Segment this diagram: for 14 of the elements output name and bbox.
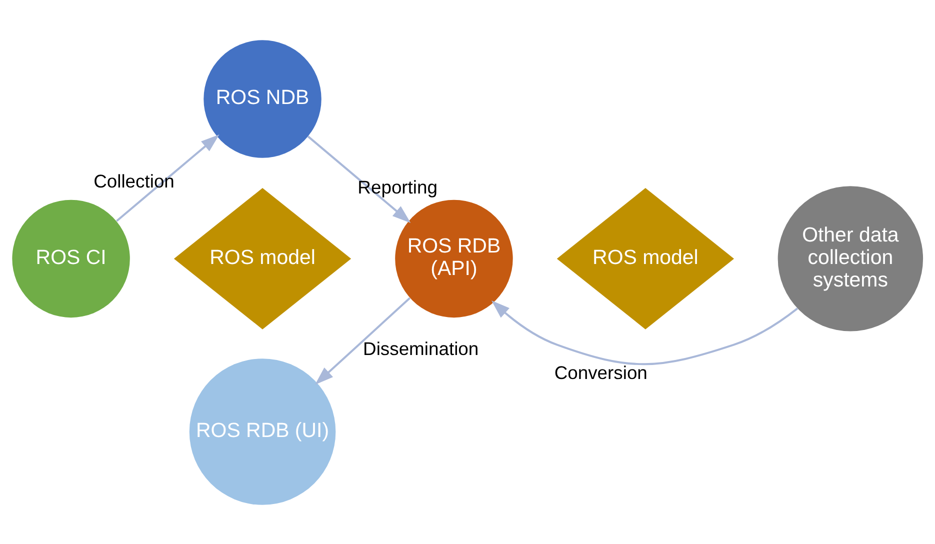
arrow bbox=[315, 296, 411, 384]
node-diamond: ROS model bbox=[174, 188, 352, 329]
edge-label: Reporting bbox=[358, 176, 438, 197]
node-circle: ROS RDB (UI) bbox=[189, 358, 336, 504]
node-circle: ROS CI bbox=[12, 199, 130, 318]
node-circle: Other data collection systems bbox=[778, 186, 924, 331]
node-circle: ROS NDB bbox=[204, 40, 322, 158]
arrow bbox=[116, 134, 220, 222]
arrow bbox=[307, 135, 411, 222]
edge-label: Collection bbox=[94, 170, 174, 191]
edge-label: Conversion bbox=[554, 361, 648, 382]
node-diamond: ROS model bbox=[556, 188, 734, 329]
edge-label: Dissemination bbox=[363, 338, 479, 359]
arrow bbox=[491, 300, 798, 365]
